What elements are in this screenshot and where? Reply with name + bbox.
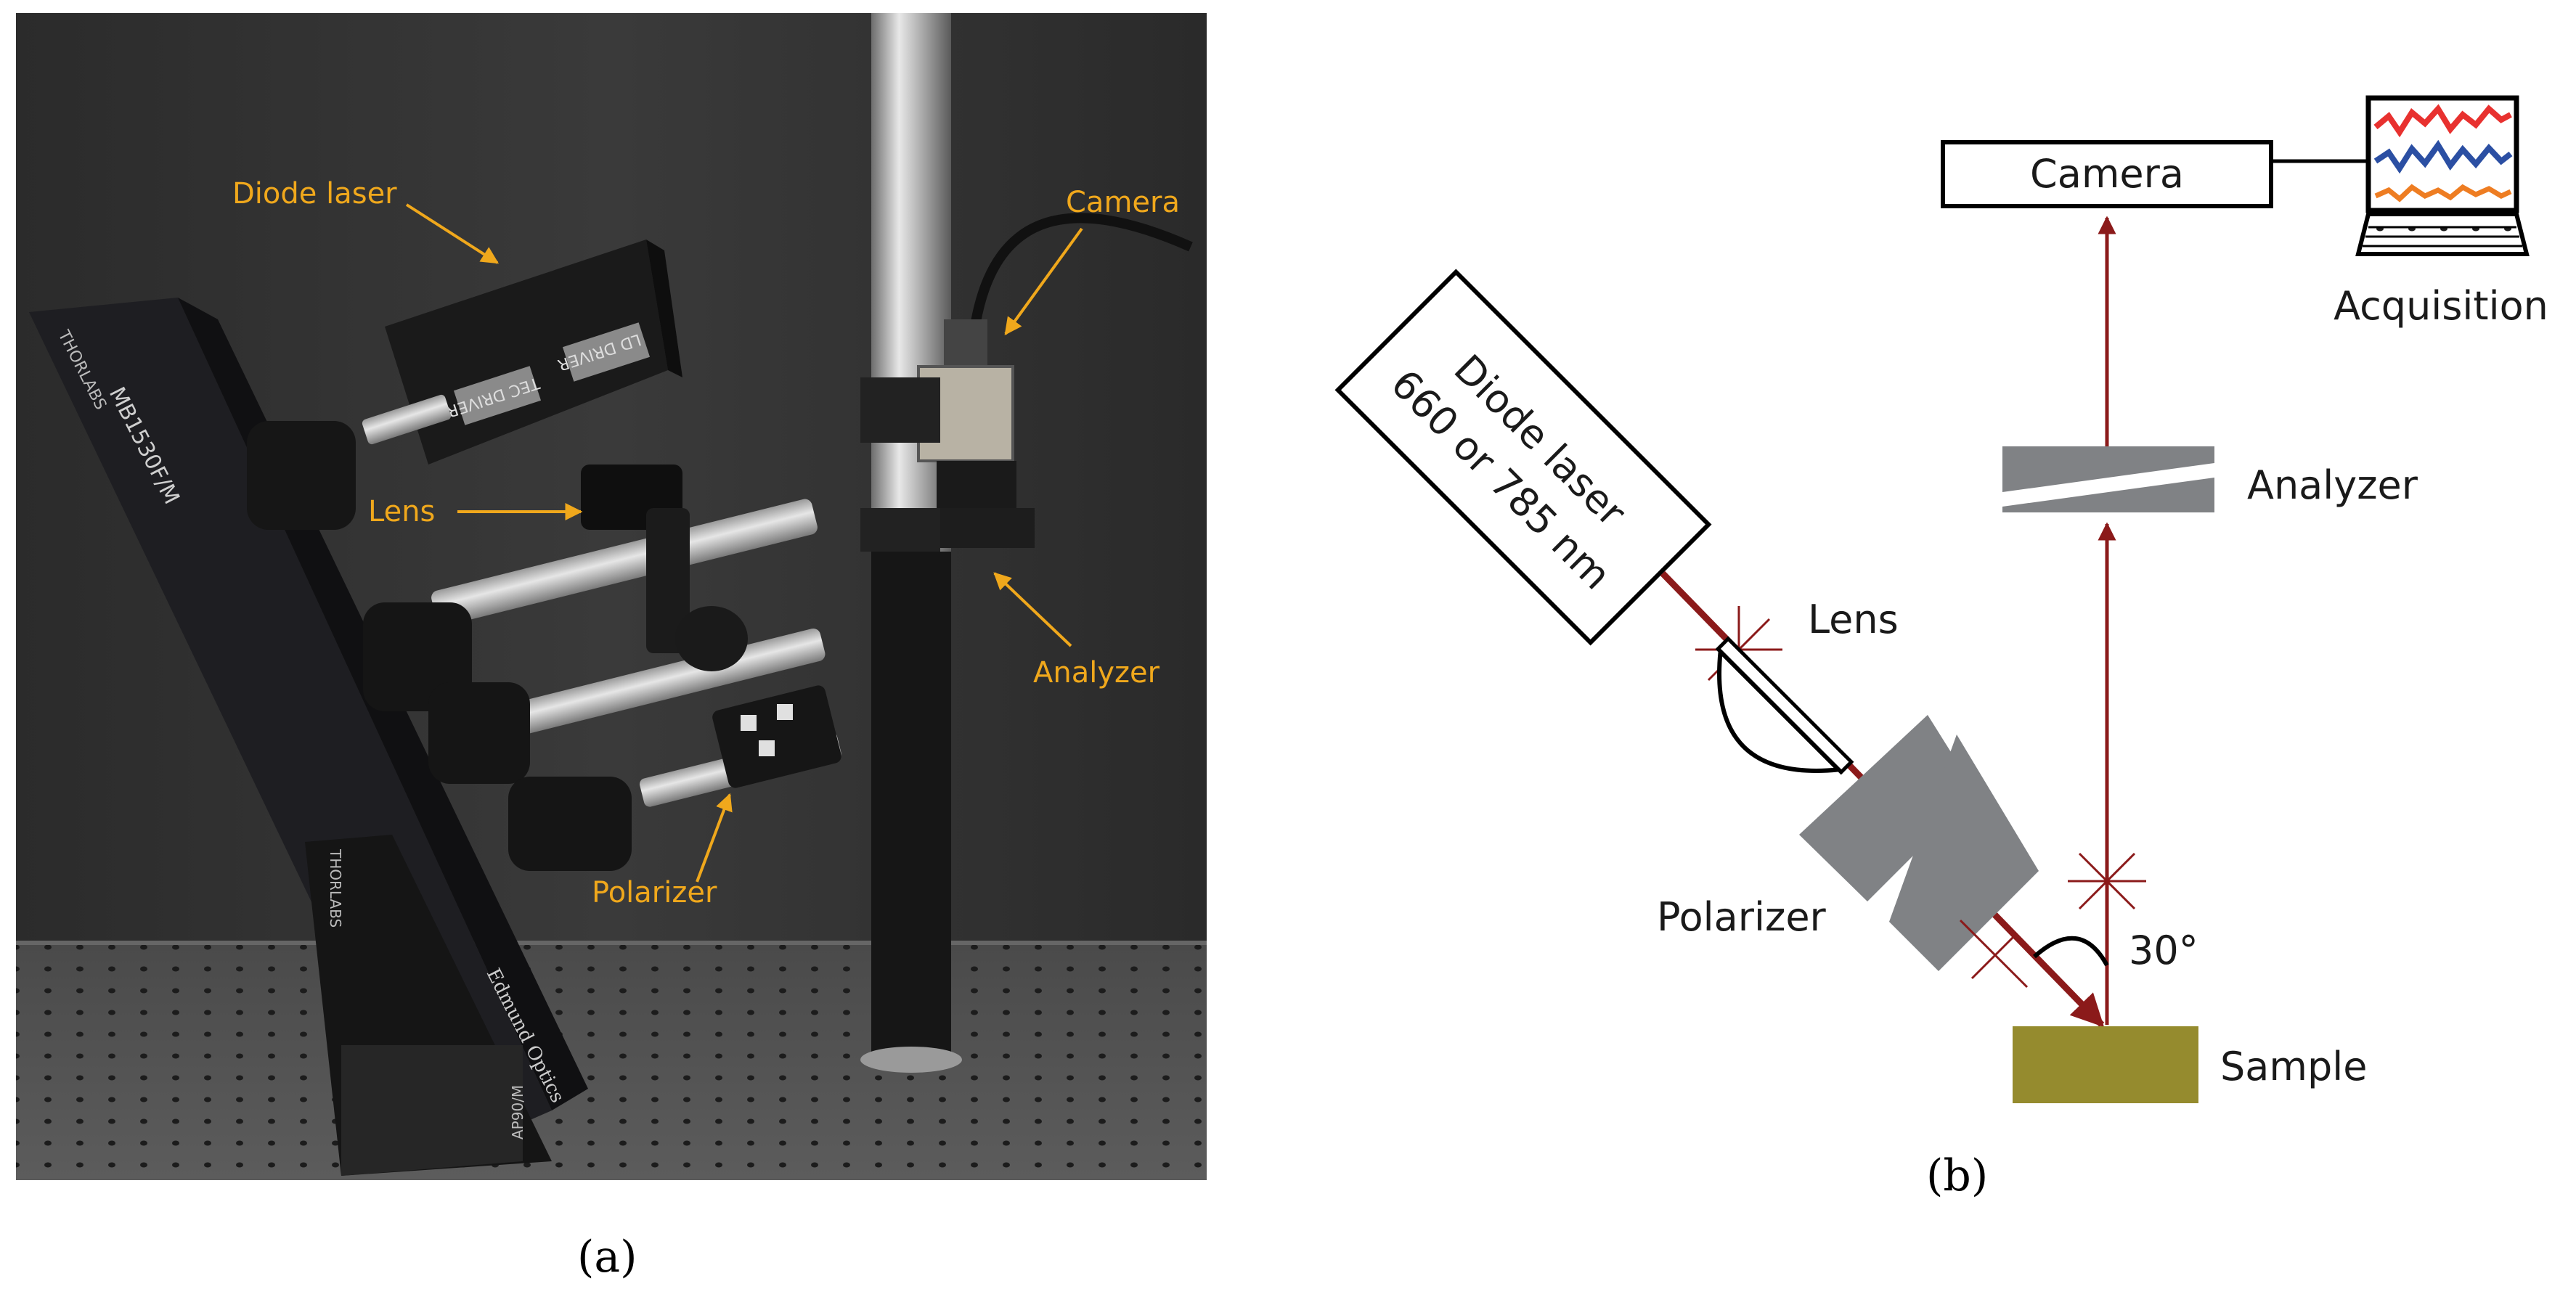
photo-label-lens: Lens (368, 495, 435, 528)
post-lower (871, 552, 951, 1060)
photo-annotations: Diode laser Camera Lens Analyzer Polariz… (232, 177, 1180, 909)
caption-b: (b) (1926, 1150, 1988, 1201)
diagram-label-analyzer: Analyzer (2247, 462, 2418, 508)
lens-optic (1715, 636, 1854, 775)
optical-rods (247, 394, 841, 871)
photo-label-camera: Camera (1066, 186, 1180, 219)
trace-blue (2373, 139, 2513, 174)
diode-laser-box: TEC DRIVER LD DRIVER (385, 240, 682, 465)
diagram-label-acquisition: Acquisition (2334, 283, 2548, 329)
camera-box (1941, 140, 2273, 208)
post-base (860, 1047, 962, 1073)
photo-label-diode-laser: Diode laser (232, 177, 397, 210)
pointer-analyzer (993, 572, 1072, 647)
polarizer-optic (1799, 715, 2039, 971)
angle-plate: THORLABS AP90/M (305, 835, 552, 1176)
pointer-diode-laser (405, 203, 500, 264)
photo-label-analyzer: Analyzer (1033, 656, 1160, 690)
trace-red (2373, 104, 2512, 138)
optical-table-holes (16, 944, 1207, 1180)
plate-text: AP90/M (509, 1085, 526, 1140)
caption-a: (a) (577, 1232, 637, 1282)
diagram-panel: Camera Acquisition Analyzer Diode lase (1334, 95, 2548, 1201)
trace-orange (2374, 184, 2512, 202)
incidence-angle-arc (2033, 936, 2109, 967)
plate-brand: THORLABS (327, 848, 344, 928)
polarization-line-incident (1959, 919, 2029, 989)
polarization-star-return (2068, 842, 2146, 920)
photo-panel: MB1530F/M THORLABS Edmund Optics THORLAB… (16, 13, 1207, 1282)
camera-assembly (860, 213, 1193, 552)
laptop-icon (2355, 95, 2530, 256)
diagram-label-sample: Sample (2220, 1044, 2367, 1089)
diagram-label-lens: Lens (1808, 597, 1899, 642)
analyzer-optic (2002, 446, 2214, 512)
pointer-camera (1004, 227, 1083, 335)
laser-box: Diode laser 660 or 785 nm (1334, 269, 1712, 646)
sample-block (2013, 1026, 2198, 1103)
diagram-label-polarizer: Polarizer (1657, 894, 1827, 940)
diagram-label-angle: 30° (2129, 928, 2198, 973)
table-edge (16, 941, 1207, 945)
diagram-label-camera: Camera (2030, 151, 2184, 197)
pointer-polarizer (696, 793, 733, 883)
